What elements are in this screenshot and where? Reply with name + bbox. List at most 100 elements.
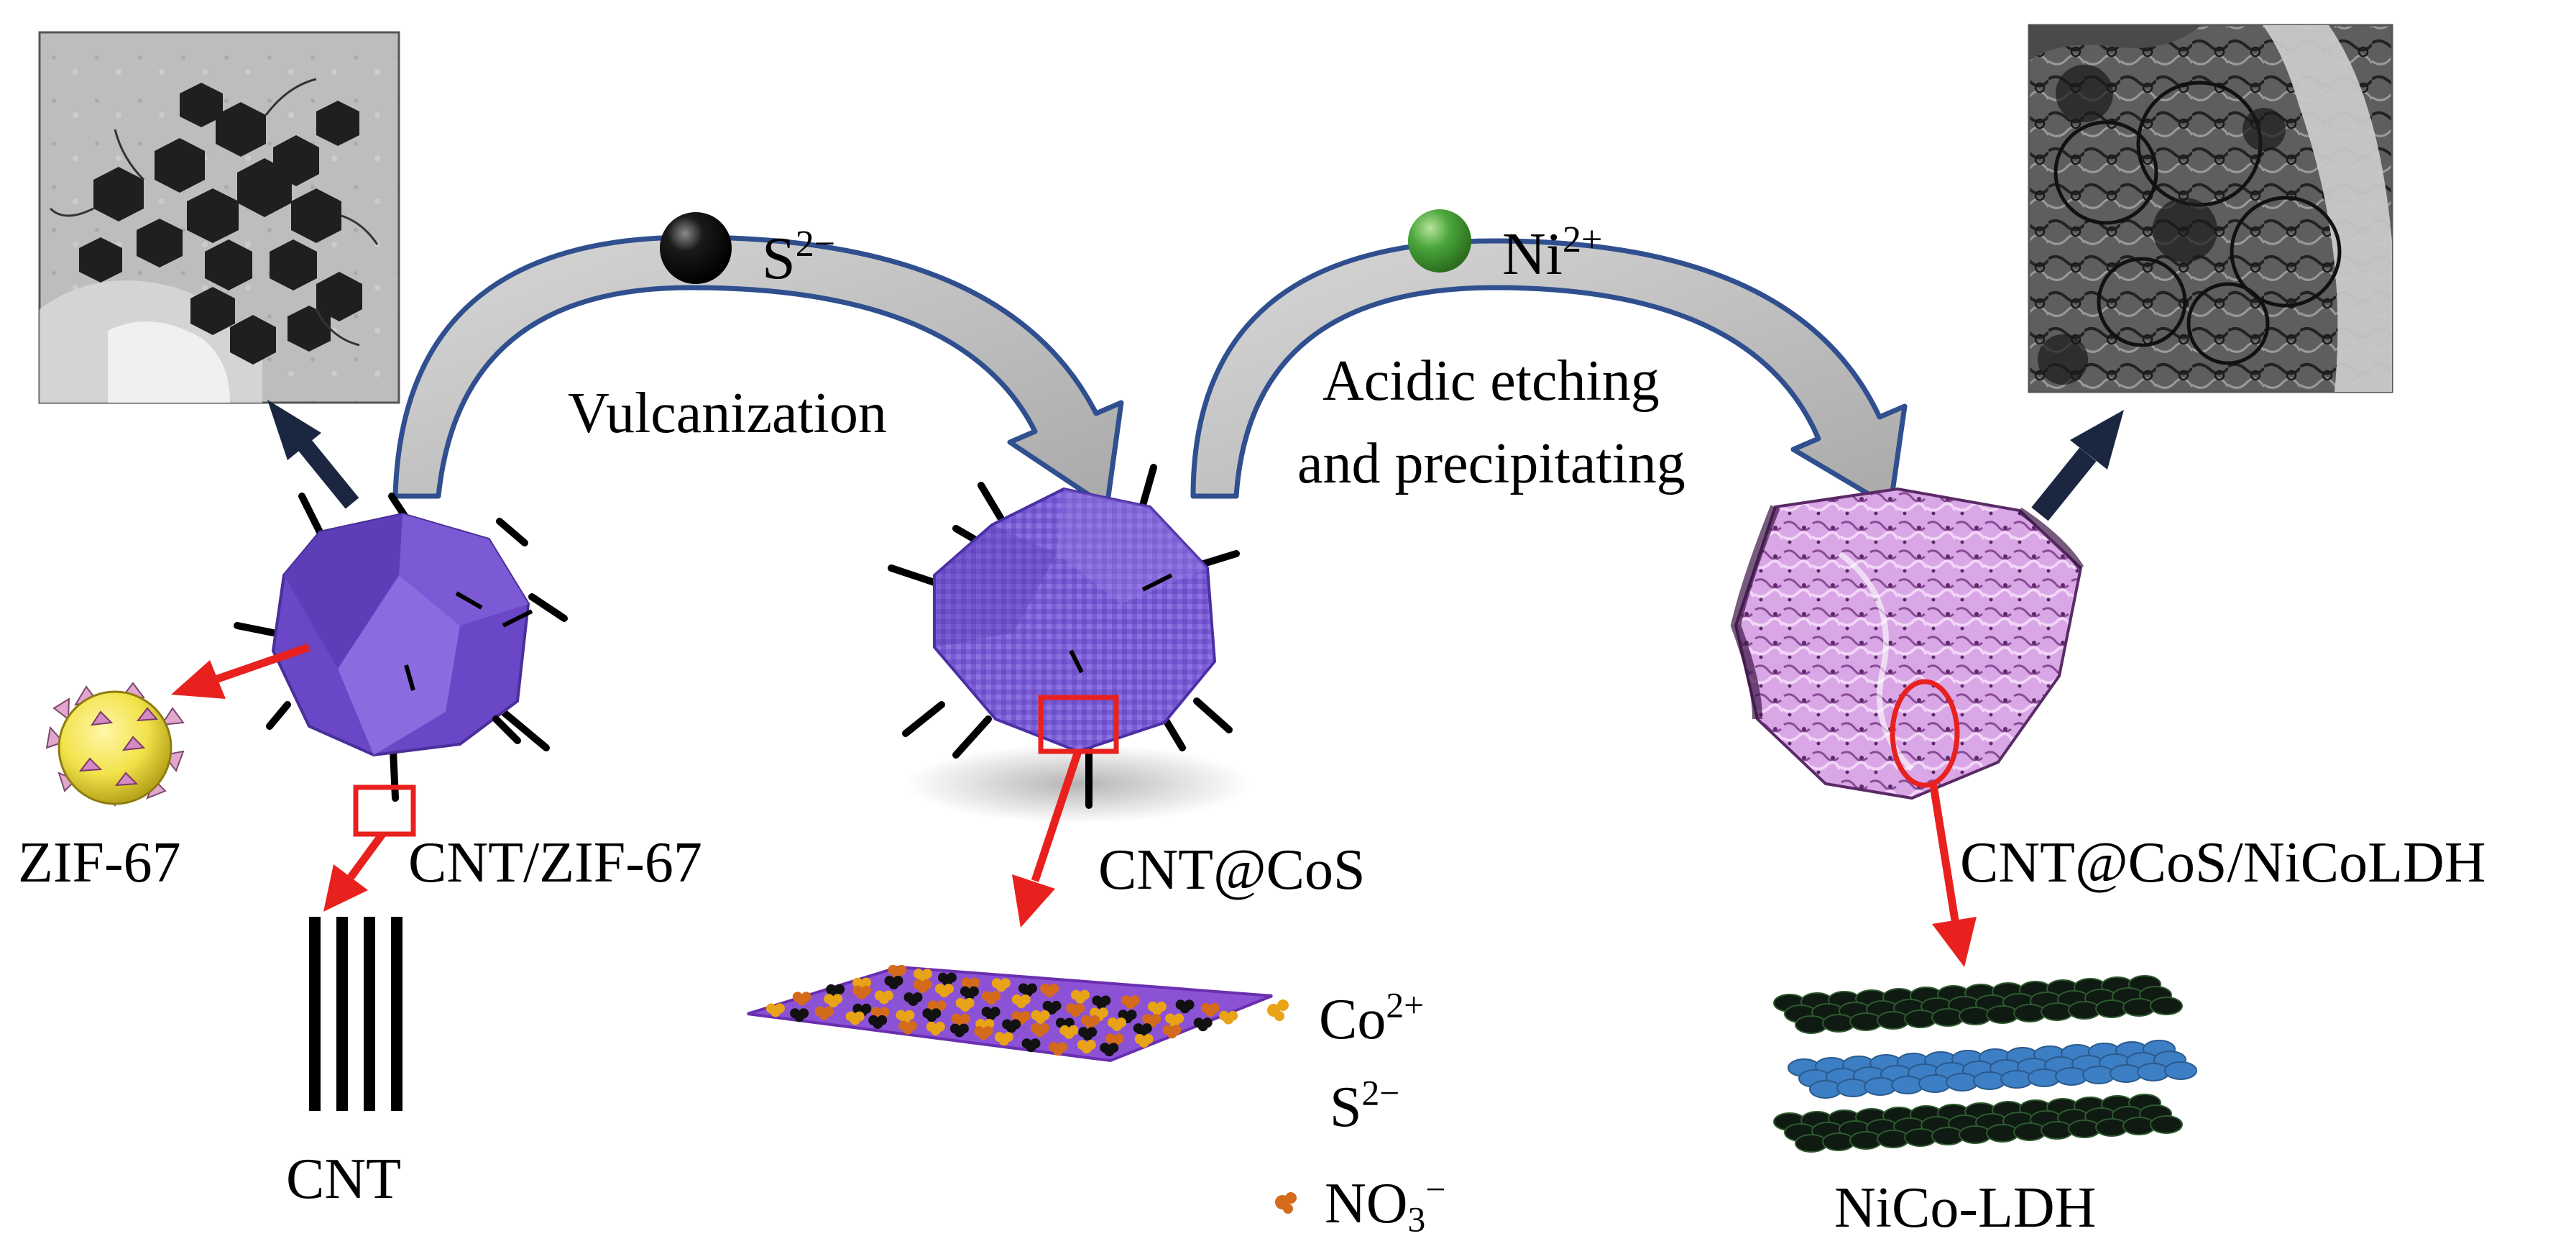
acidic-etching-label-line1: Acidic etching — [1322, 349, 1660, 413]
cos-atom — [1129, 995, 1140, 1006]
cos-atom — [1068, 1025, 1079, 1035]
cos-atom — [1026, 983, 1037, 994]
cos-atom — [990, 991, 1001, 1002]
cos-atom — [896, 964, 907, 975]
acidic-etching-label-line2: and precipitating — [1297, 432, 1685, 495]
cos-atom — [1156, 1001, 1167, 1012]
cos-atom — [861, 1003, 872, 1014]
process-arrow-vulcanization — [392, 234, 1124, 510]
cos-atom — [904, 1010, 915, 1020]
cos-atom — [1151, 1014, 1162, 1025]
cos-atom — [947, 972, 957, 983]
pointer-to-cnt — [323, 831, 386, 912]
cos-atom — [1057, 1042, 1067, 1053]
cos-atom — [893, 976, 903, 986]
cnt-cos-particle — [888, 464, 1251, 823]
cos-atom — [1030, 1038, 1041, 1049]
ldh-hexagon — [2164, 1061, 2197, 1080]
cnt-bundle — [309, 917, 402, 1111]
cos-atom — [1003, 1032, 1013, 1043]
cnt-label: CNT — [286, 1148, 401, 1211]
cos-highlight-box — [1038, 695, 1119, 754]
pointer-to-ldh-layers — [1929, 784, 1977, 967]
ldh-hexagon — [2150, 1115, 2183, 1134]
cos-atom — [907, 1020, 917, 1031]
ldh-highlight-ellipse — [1890, 679, 1960, 788]
cos-atom — [832, 994, 843, 1004]
cos-atom — [1171, 1025, 1182, 1035]
cos-atom — [983, 1026, 993, 1037]
cos-atom — [990, 1007, 1000, 1017]
cos-atom — [1080, 989, 1090, 1000]
cnt-zif67-label: CNT/ZIF-67 — [408, 831, 702, 894]
cos-atom — [1143, 1034, 1154, 1044]
cos-atom — [1000, 978, 1011, 989]
legend-nitrate-label: NO3− — [1325, 1169, 1446, 1240]
tem-arrow-right — [2031, 410, 2124, 521]
cos-atom — [1098, 1007, 1109, 1018]
zif67-sphere — [45, 682, 185, 807]
cos-atom — [774, 1003, 785, 1014]
cos-atom — [1116, 1017, 1126, 1028]
cos-atom — [1039, 1023, 1049, 1033]
zif67-label: ZIF-67 — [18, 831, 181, 894]
cnt-cos-nicoldh-label: CNT@CoS/NiCoLDH — [1960, 831, 2486, 894]
cos-atom — [1020, 994, 1031, 1005]
cos-atom — [968, 986, 979, 997]
cos-atom — [1090, 1015, 1100, 1025]
legend-cobalt-label: Co2+ — [1319, 985, 1425, 1051]
cos-atom — [1020, 1011, 1031, 1021]
cos-atom — [1108, 1043, 1119, 1053]
nico-ldh-layers — [1773, 975, 2197, 1153]
cos-atom — [943, 984, 954, 994]
pointer-to-cos-layer — [1012, 750, 1082, 928]
cos-atom — [960, 1013, 970, 1024]
cos-atom — [861, 985, 872, 996]
cos-atom — [877, 1015, 888, 1025]
cos-atom — [1039, 1010, 1050, 1020]
cnt-highlight-box — [353, 784, 416, 837]
pointer-to-zif67 — [171, 643, 310, 699]
vulcanization-label: Vulcanization — [568, 382, 887, 445]
cos-atom — [1087, 1027, 1098, 1038]
cos-atom — [1210, 1002, 1220, 1013]
cos-atom — [1141, 1023, 1152, 1034]
tem-arrow-left — [267, 400, 359, 509]
legend-sulfide-label: S2− — [1330, 1073, 1400, 1139]
ldh-hexagon — [2150, 997, 2183, 1015]
cos-atom — [931, 1008, 942, 1019]
cos-atom — [1049, 984, 1059, 994]
cos-atom — [1064, 1017, 1075, 1028]
cos-atom — [922, 969, 932, 979]
sulfide-ion-label: S2− — [762, 223, 836, 292]
nickel-ion-sphere — [1408, 209, 1471, 273]
nickel-ion-label: Ni2+ — [1502, 219, 1603, 288]
cos-atom — [861, 977, 872, 988]
process-arrow-etching — [1190, 238, 1908, 510]
nico-ldh-label: NiCo-LDH — [1834, 1176, 2097, 1240]
tem-image-zif67 — [38, 31, 400, 404]
cos-atom — [1075, 1003, 1085, 1014]
cos-atom — [1011, 1019, 1021, 1030]
ldh-particle — [1730, 487, 2084, 800]
legend-cobalt-ion — [1267, 999, 1289, 1021]
tem-image-ldh — [2028, 24, 2393, 393]
cos-atom — [1100, 995, 1111, 1006]
cos-atom — [1202, 1017, 1213, 1028]
cos-atom — [1228, 1010, 1238, 1021]
cos-atom — [1113, 1033, 1124, 1044]
cos-atom — [912, 992, 923, 1003]
cnt-zif67-particle — [234, 493, 568, 802]
cos-atom — [1126, 1010, 1137, 1020]
cos-atom — [921, 979, 932, 989]
cnt-cos-label: CNT@CoS — [1098, 838, 1366, 902]
cos-atom — [879, 1007, 890, 1017]
cos-atom — [1174, 1013, 1184, 1024]
cos-atom — [964, 997, 975, 1008]
cos-atom — [1184, 999, 1195, 1010]
legend-nitrate-ion — [1275, 1192, 1297, 1214]
cos-atom — [883, 990, 893, 1001]
sulfide-ion-sphere — [660, 212, 732, 284]
